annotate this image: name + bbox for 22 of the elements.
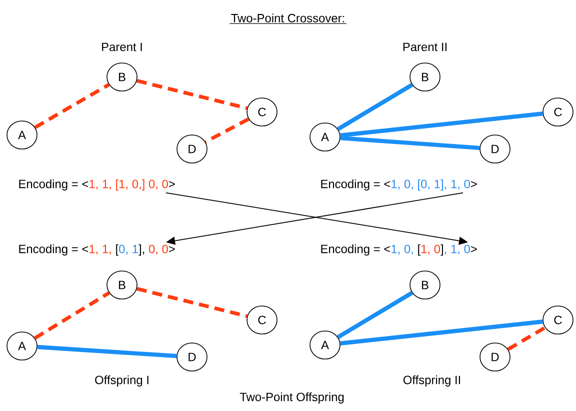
dashed-edge bbox=[204, 118, 250, 144]
graph-caption: Parent I bbox=[102, 42, 142, 52]
solid-edge bbox=[340, 320, 543, 346]
solid-edge bbox=[336, 290, 414, 340]
solid-edge bbox=[340, 136, 480, 150]
dashed-edge bbox=[34, 83, 110, 129]
graph-caption: Parent II bbox=[403, 42, 446, 52]
graph-caption: Offspring I bbox=[95, 375, 148, 387]
solid-edge bbox=[37, 344, 177, 358]
dashed-edge bbox=[136, 286, 248, 318]
encoding-text: Encoding = <1, 0, [1, 0] , 1, 0> bbox=[321, 244, 477, 256]
encoding-text: Encoding = <1, 1, [1, 0,] 0, 0> bbox=[19, 179, 175, 191]
solid-edge bbox=[340, 112, 543, 138]
dashed-edge bbox=[34, 291, 110, 340]
graph-caption: Offspring II bbox=[403, 375, 460, 387]
dashed-edge bbox=[136, 78, 248, 110]
encoding-text: Encoding = <1, 0, [0, 1], 1, 0> bbox=[321, 179, 477, 191]
encoding-text: Encoding = <1, 1, [0, 1], 0, 0> bbox=[19, 244, 175, 256]
graph-caption: Two-Point Offspring bbox=[240, 392, 344, 404]
solid-edge bbox=[336, 82, 414, 132]
title: Two-Point Crossover: bbox=[229, 14, 347, 24]
dashed-edge bbox=[507, 326, 546, 351]
